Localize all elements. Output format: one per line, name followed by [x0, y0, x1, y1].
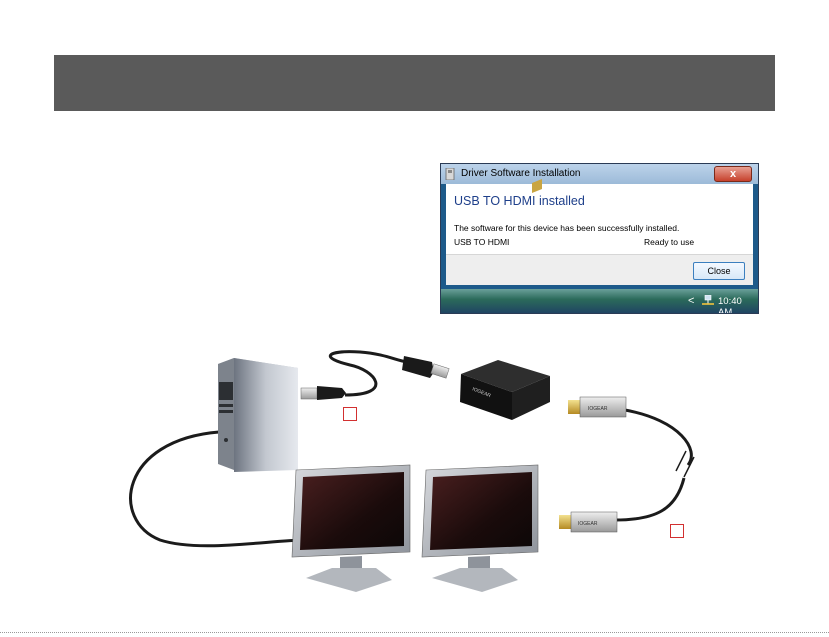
cable-brand-top: IOGEAR [588, 406, 608, 412]
hdmi-plug-bottom-icon: IOGEAR [559, 512, 617, 532]
hdmi-cable-bottom [615, 478, 684, 520]
computer-tower-icon [218, 358, 298, 472]
step-marker-usb [343, 407, 357, 421]
usb-plug-adapter-icon [402, 356, 449, 378]
hdmi-plug-top-icon: IOGEAR [568, 397, 626, 417]
page-bottom-rule [0, 632, 829, 637]
usb-plug-icon [301, 386, 346, 400]
usb-hdmi-adapter-icon: IOGEAR [460, 179, 550, 420]
cable-break-mark-2 [684, 457, 694, 477]
primary-monitor-icon [292, 465, 410, 592]
hdmi-cable-top [625, 410, 691, 465]
cable-brand-bottom: IOGEAR [578, 521, 598, 527]
secondary-monitor-icon [422, 465, 538, 592]
step-marker-hdmi [670, 524, 684, 538]
cable-break-mark-1 [676, 451, 686, 471]
